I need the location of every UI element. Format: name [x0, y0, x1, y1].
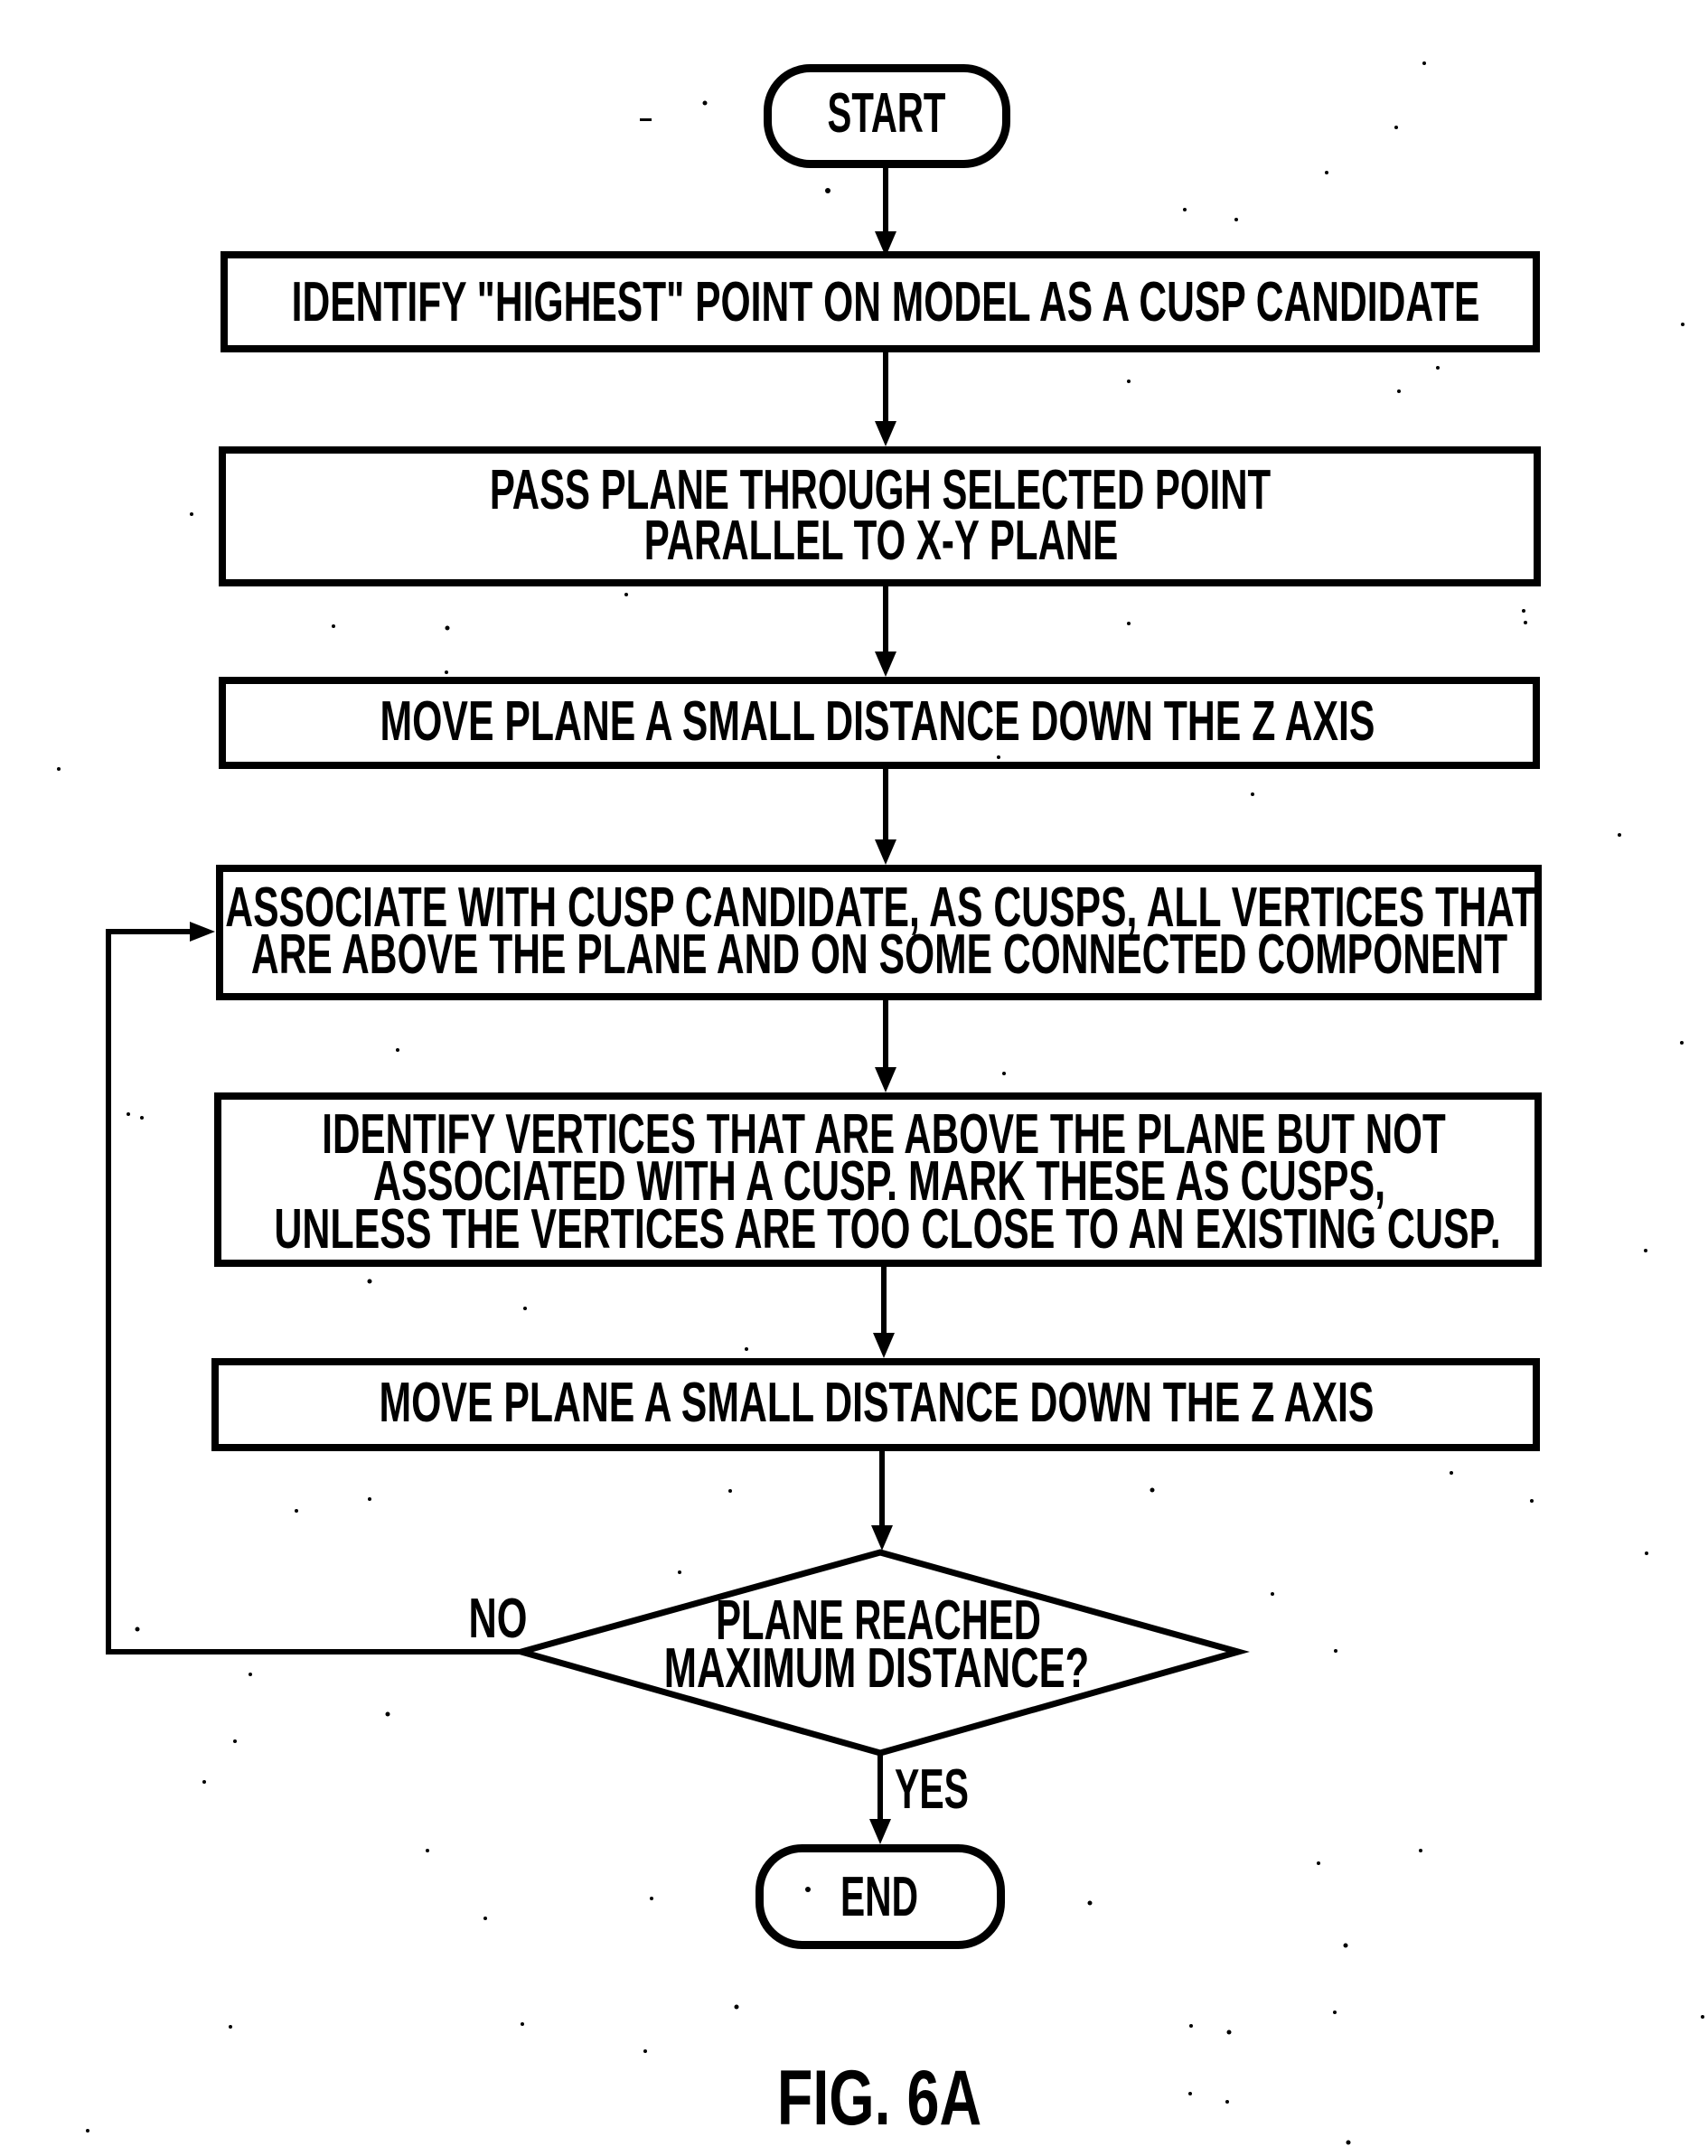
- svg-text:ASSOCIATED WITH A CUSP. MARK T: ASSOCIATED WITH A CUSP. MARK THESE AS CU…: [373, 1150, 1385, 1212]
- svg-text:PLANE REACHED: PLANE REACHED: [716, 1589, 1041, 1652]
- svg-text:FIG. 6A: FIG. 6A: [777, 2055, 981, 2142]
- svg-text:UNLESS THE VERTICES ARE TOO CL: UNLESS THE VERTICES ARE TOO CLOSE TO AN …: [274, 1198, 1500, 1261]
- svg-text:END: END: [840, 1867, 918, 1929]
- svg-text:PARALLEL TO X-Y PLANE: PARALLEL TO X-Y PLANE: [644, 510, 1119, 572]
- svg-text:MOVE PLANE A SMALL DISTANCE DO: MOVE PLANE A SMALL DISTANCE DOWN THE Z A…: [380, 1372, 1375, 1434]
- svg-text:YES: YES: [895, 1758, 969, 1822]
- svg-text:MAXIMUM DISTANCE?: MAXIMUM DISTANCE?: [664, 1638, 1090, 1700]
- svg-text:START: START: [828, 82, 946, 145]
- svg-text:IDENTIFY VERTICES THAT ARE ABO: IDENTIFY VERTICES THAT ARE ABOVE THE PLA…: [322, 1103, 1445, 1166]
- svg-text:NO: NO: [469, 1589, 528, 1650]
- svg-text:IDENTIFY "HIGHEST" POINT ON MO: IDENTIFY "HIGHEST" POINT ON MODEL AS A C…: [292, 271, 1480, 333]
- svg-text:PASS PLANE THROUGH SELECTED PO: PASS PLANE THROUGH SELECTED POINT: [490, 459, 1271, 521]
- svg-text:ARE ABOVE THE PLANE AND ON SOM: ARE ABOVE THE PLANE AND ON SOME CONNECTE…: [251, 923, 1507, 986]
- svg-text:MOVE PLANE A SMALL DISTANCE DO: MOVE PLANE A SMALL DISTANCE DOWN THE Z A…: [380, 690, 1375, 753]
- svg-text:ASSOCIATE WITH CUSP CANDIDATE,: ASSOCIATE WITH CUSP CANDIDATE, AS CUSPS,…: [225, 876, 1535, 939]
